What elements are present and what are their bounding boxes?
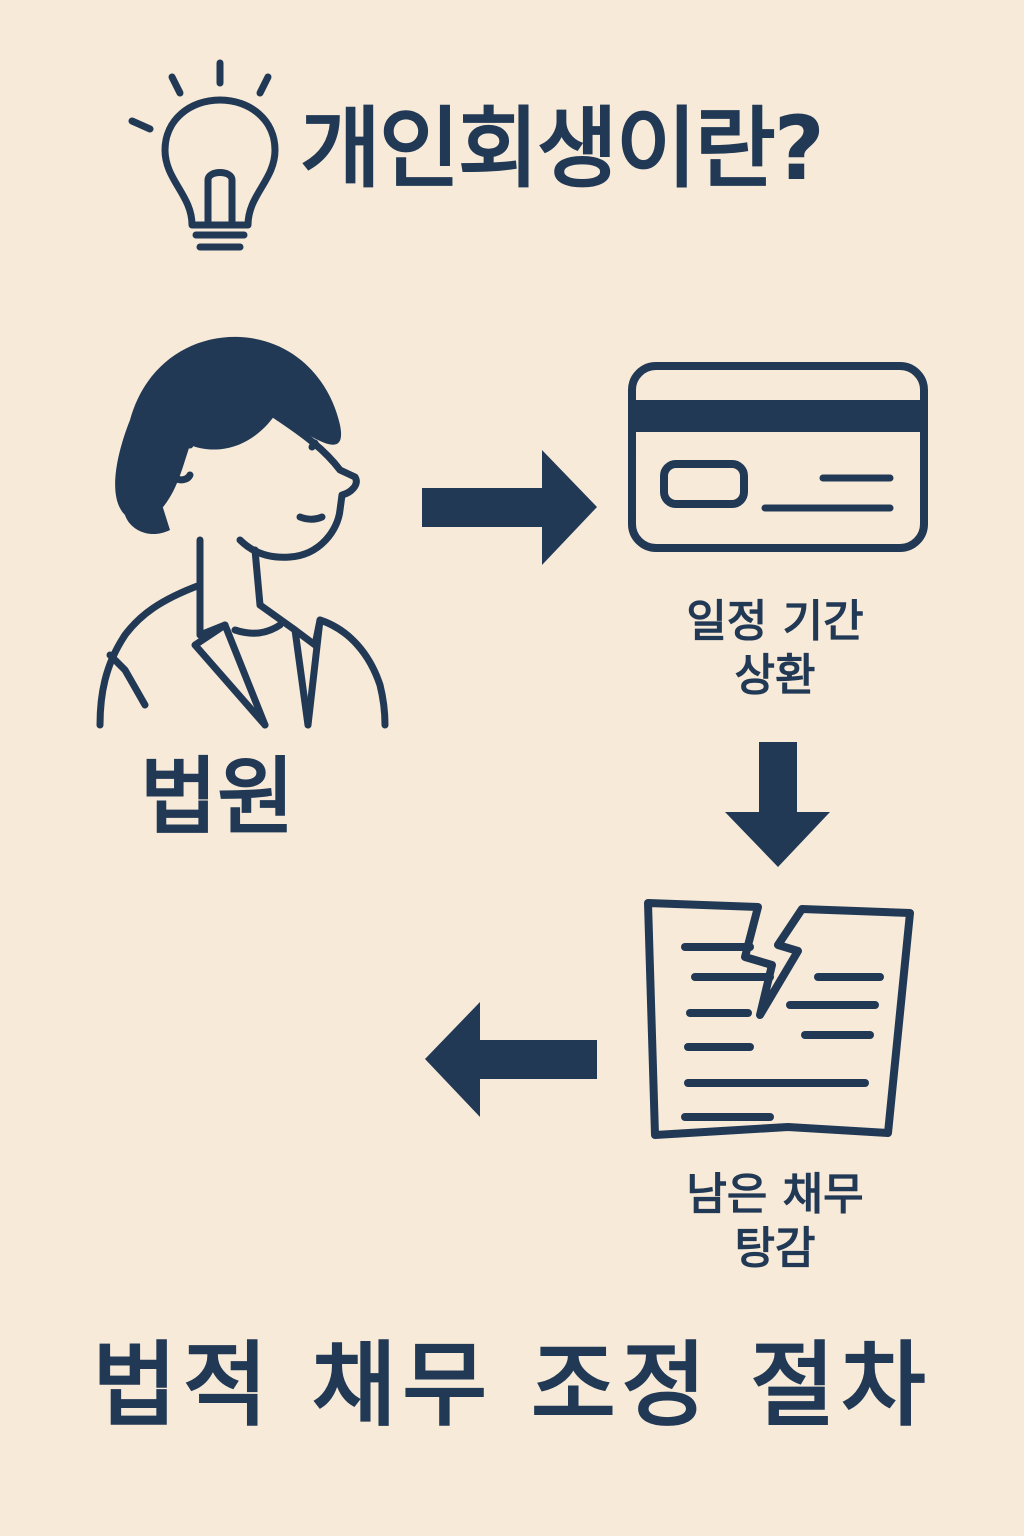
credit-card-icon (628, 362, 928, 552)
repay-step-line2: 상환 (734, 650, 816, 701)
repay-step-label: 일정 기간 상환 (605, 595, 945, 703)
repay-step-line1: 일정 기간 (686, 596, 864, 647)
torn-document-icon (644, 899, 914, 1139)
arrow-left-icon (425, 1002, 597, 1117)
person-icon (96, 336, 389, 729)
court-label: 법원 (140, 748, 295, 846)
arrow-down-icon (725, 742, 830, 867)
footer-caption: 법적 채무 조정 절차 (92, 1332, 932, 1439)
discharge-step-label: 남은 채무 탕감 (605, 1168, 945, 1276)
discharge-step-line2: 탕감 (734, 1223, 816, 1274)
discharge-step-line1: 남은 채무 (686, 1169, 864, 1220)
lightbulb-icon (128, 59, 279, 251)
arrow-right-icon (422, 450, 597, 565)
page-title: 개인회생이란? (300, 97, 825, 200)
